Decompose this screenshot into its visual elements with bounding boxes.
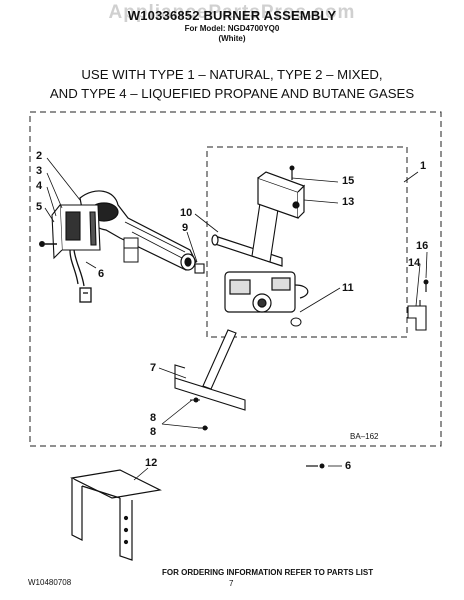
- sensor-clip: [123, 237, 139, 263]
- callout-8-upper: 8: [150, 412, 157, 424]
- screw-6-left: [39, 241, 57, 247]
- valve-coil-13: [257, 171, 306, 219]
- color-line: (White): [218, 34, 246, 43]
- callout-1: 1: [420, 160, 427, 172]
- callout-6-right: 6: [345, 460, 352, 472]
- model-line: For Model: NGD4700YQ0: [184, 24, 280, 33]
- usage-note-line2: AND TYPE 4 – LIQUEFIED PROPANE AND BUTAN…: [49, 86, 415, 101]
- base-bracket-12: [70, 469, 162, 561]
- watermark: AppliancePartsPros.com: [108, 2, 356, 23]
- callout-7: 7: [150, 362, 157, 374]
- valve-subassembly-boundary: [206, 146, 408, 338]
- screw-6-right: [306, 463, 325, 469]
- callout-16: 16: [416, 240, 429, 252]
- callout-9: 9: [182, 222, 189, 234]
- callout-10: 10: [180, 207, 193, 219]
- screws-8: [190, 397, 208, 431]
- burner-mounting-bracket: [174, 329, 246, 411]
- callout-12: 12: [145, 457, 158, 469]
- diagram-code: BA–162: [350, 432, 379, 441]
- nut-9: [194, 263, 205, 274]
- usage-note-line1: USE WITH TYPE 1 – NATURAL, TYPE 2 – MIXE…: [81, 67, 383, 82]
- page-title: W10336852 BURNER ASSEMBLY: [127, 8, 337, 23]
- callout-4: 4: [36, 180, 43, 192]
- clip-14: [407, 300, 427, 331]
- ignitor-wires: [69, 249, 92, 303]
- callout-11: 11: [342, 282, 354, 294]
- valve-outlet-11: [290, 317, 302, 327]
- page-number: 7: [229, 579, 234, 588]
- assembly-boundary: [29, 111, 442, 447]
- screw-16: [423, 279, 429, 292]
- ignitor-bracket: [51, 204, 101, 260]
- callout-3: 3: [36, 165, 43, 177]
- ordering-note: FOR ORDERING INFORMATION REFER TO PARTS …: [162, 568, 374, 577]
- callout-15: 15: [342, 175, 355, 187]
- leader-lines: [44, 157, 428, 481]
- callout-2: 2: [36, 150, 43, 162]
- callout-13: 13: [342, 196, 355, 208]
- gas-valve: [224, 271, 309, 313]
- callout-5: 5: [36, 201, 43, 213]
- callout-8-lower: 8: [150, 426, 157, 438]
- callout-6-left: 6: [98, 268, 105, 280]
- doc-number: W10480708: [28, 578, 72, 587]
- callout-14: 14: [408, 257, 421, 269]
